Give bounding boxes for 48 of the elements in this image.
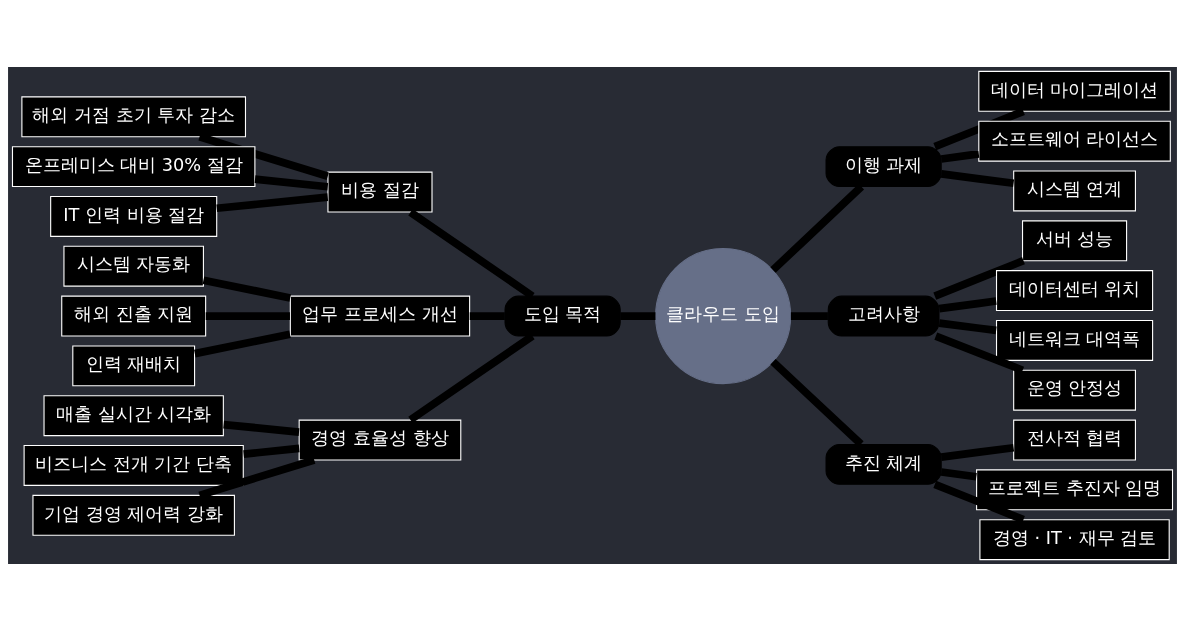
connector: [933, 257, 1025, 300]
connector: [940, 170, 1015, 188]
node-box: 업무 프로세스 개선: [289, 295, 471, 337]
node-circle: 클라우드 도입: [655, 247, 792, 385]
connector: [940, 443, 1015, 461]
node-box: 비용 절감: [327, 171, 433, 213]
connector: [620, 312, 656, 320]
node-box: 경영 효율성 향상: [298, 419, 462, 461]
node-box: 온프레미스 대비 30% 절감: [11, 146, 256, 188]
node-box: 데이터센터 위치: [995, 270, 1154, 312]
node-box: 소프트웨어 라이선스: [978, 120, 1171, 162]
node-box: 추진 체계: [825, 443, 942, 485]
node-box: 해외 진출 지원: [61, 295, 207, 337]
connector: [469, 312, 505, 320]
connector: [205, 312, 290, 320]
connector: [940, 150, 980, 163]
connector: [790, 312, 828, 320]
node-box: 고려사항: [827, 295, 940, 337]
node-box: 도입 목적: [504, 295, 621, 337]
connector: [933, 480, 1025, 524]
node-box: 비즈니스 전개 기간 단축: [23, 445, 244, 486]
node-box: 매출 실시간 시각화: [43, 395, 224, 437]
connector: [223, 420, 300, 436]
connector: [938, 319, 997, 335]
node-box: 경영 · IT · 재무 검토: [979, 519, 1170, 561]
node-box: 기업 경영 제어력 강화: [32, 494, 235, 536]
node-box: 시스템 연계: [1013, 170, 1136, 212]
node-box: 데이터 마이그레이션: [978, 70, 1171, 112]
connector: [938, 297, 997, 313]
node-box: 이행 과제: [825, 146, 942, 188]
connector: [216, 193, 329, 213]
node-box: 서버 성능: [1021, 220, 1128, 262]
connector: [254, 175, 329, 191]
node-box: 시스템 자동화: [63, 245, 204, 287]
connector: [243, 444, 300, 458]
node-box: IT 인력 비용 절감: [50, 195, 218, 237]
node-box: 운영 안정성: [1013, 369, 1136, 411]
connector: [940, 468, 977, 481]
node-box: 네트워크 대역폭: [995, 319, 1154, 361]
connector: [198, 133, 329, 180]
node-box: 전사적 협력: [1013, 419, 1136, 461]
node-box: 해외 거점 초기 투자 감소: [21, 96, 247, 138]
node-box: 프로젝트 추진자 임명: [976, 469, 1174, 511]
connector: [202, 276, 291, 302]
connector: [933, 107, 1025, 151]
connector: [194, 330, 291, 358]
connector: [934, 332, 1025, 374]
node-box: 인력 재배치: [72, 345, 196, 387]
